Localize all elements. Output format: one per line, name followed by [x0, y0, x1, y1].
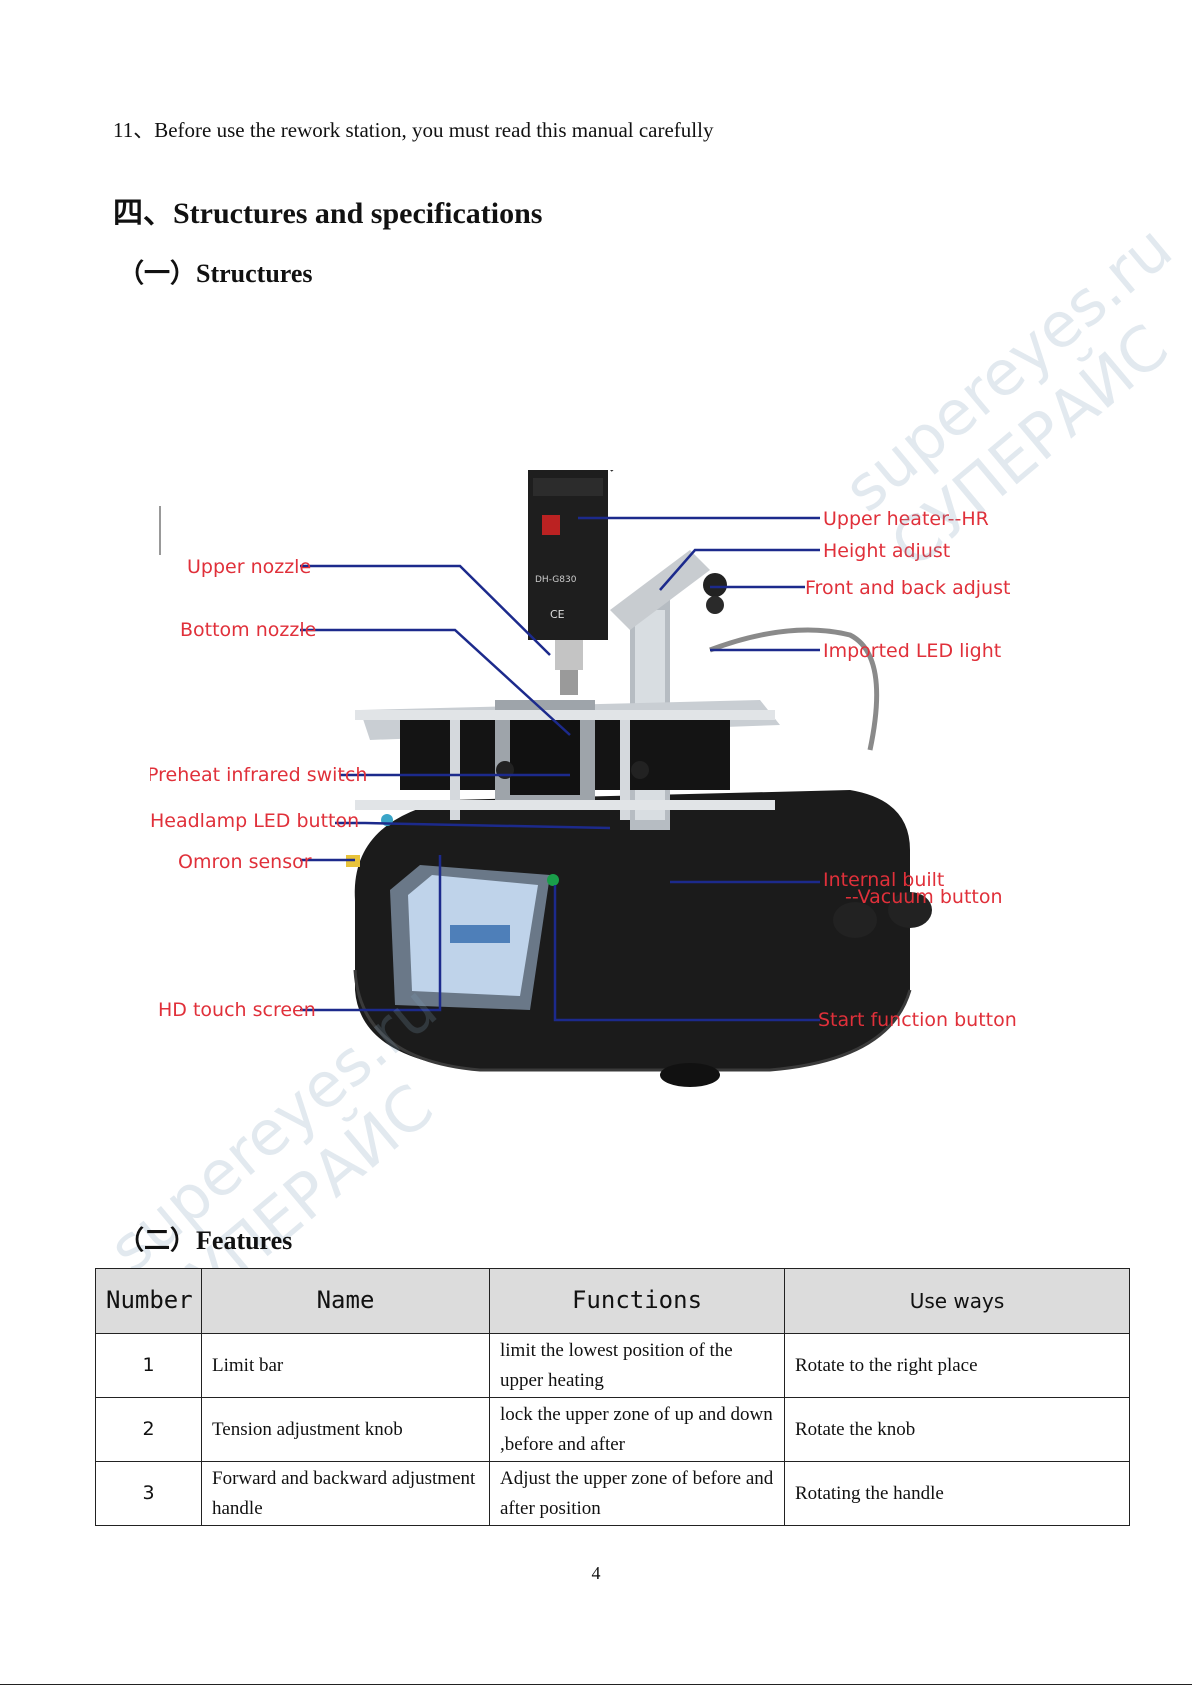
features-table: Number Name Functions Use ways 1 Limit b… [95, 1268, 1130, 1526]
header-name: Name [201, 1268, 490, 1334]
row-number: 2 [95, 1397, 202, 1462]
row-function: Adjust the upper zone of before and afte… [489, 1461, 785, 1526]
callout-upper-heater: Upper heater--HR [823, 508, 989, 530]
section-heading: 四、Structures and specifications [113, 188, 542, 232]
callout-headlamp-button: Headlamp LED button [150, 810, 359, 832]
rework-station-figure: DH-G830 CE Up [150, 470, 1017, 1087]
row-number: 1 [95, 1333, 202, 1398]
table-row: 3 Forward and backward adjustment handle… [95, 1461, 1130, 1526]
section-number: 四、 [113, 196, 173, 231]
callout-bottom-nozzle: Bottom nozzle [180, 619, 316, 641]
row-use: Rotating the handle [784, 1461, 1130, 1526]
list-item-11: 11、Before use the rework station, you mu… [113, 118, 714, 142]
row-use: Rotate the knob [784, 1397, 1130, 1462]
subsection-heading-structures: （一）Structures [118, 253, 313, 290]
leader-lines [300, 516, 820, 1022]
row-function: limit the lowest position of the upper h… [489, 1333, 785, 1398]
table-header-row: Number Name Functions Use ways [95, 1268, 1130, 1334]
header-use-ways: Use ways [784, 1268, 1130, 1334]
subsection-title: Structures [196, 259, 313, 288]
row-name: Forward and backward adjustment handle [201, 1461, 490, 1526]
device-model-label: DH-G830 [535, 575, 577, 585]
callout-height-adjust: Height adjust [823, 540, 950, 562]
callout-preheat-switch: Preheat infrared switch [150, 764, 367, 786]
upper-heater-head: DH-G830 CE [528, 470, 614, 695]
row-name: Tension adjustment knob [201, 1397, 490, 1462]
header-functions: Functions [489, 1268, 785, 1334]
subsection-number: （一） [118, 259, 197, 289]
header-number: Number [95, 1268, 202, 1334]
led-gooseneck [709, 627, 880, 751]
callout-omron-sensor: Omron sensor [178, 851, 312, 873]
ce-mark: CE [550, 608, 565, 621]
pcb-holder [355, 700, 780, 820]
row-use: Rotate to the right place [784, 1333, 1130, 1398]
section-title: Structures and specifications [173, 197, 543, 230]
table-row: 2 Tension adjustment knob lock the upper… [95, 1397, 1130, 1462]
start-button-graphic [547, 874, 559, 886]
row-number: 3 [95, 1461, 202, 1526]
subsection-heading-features: （二）Features [118, 1220, 292, 1257]
callout-internal-built: Internal built [823, 869, 944, 891]
height-knob [703, 573, 727, 597]
callout-start-button: Start function button [818, 1009, 1017, 1031]
callout-upper-nozzle: Upper nozzle [187, 556, 311, 578]
row-function: lock the upper zone of up and down ,befo… [489, 1397, 785, 1462]
subsection-title: Features [196, 1226, 293, 1255]
callout-touch-screen: HD touch screen [158, 999, 316, 1021]
row-name: Limit bar [201, 1333, 490, 1398]
table-row: 1 Limit bar limit the lowest position of… [95, 1333, 1130, 1398]
page-number: 4 [591, 1563, 601, 1583]
callout-vacuum-button: --Vacuum button [845, 886, 1003, 908]
subsection-number: （二） [118, 1226, 197, 1256]
adjust-knob [706, 596, 724, 614]
callout-front-back-adjust: Front and back adjust [805, 577, 1010, 599]
callout-led-light: Imported LED light [823, 640, 1001, 662]
touch-screen-graphic [390, 865, 550, 1010]
